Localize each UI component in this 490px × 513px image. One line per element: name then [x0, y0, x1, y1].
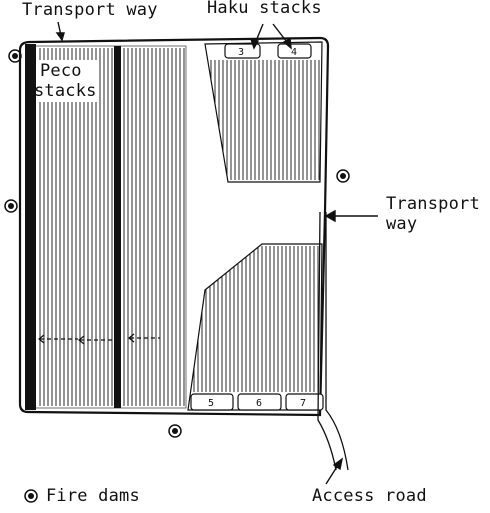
yard-boundary: [18, 36, 330, 417]
peco-dark-band-left: [25, 44, 36, 410]
fire-dam-icon: [336, 169, 350, 183]
access-road-label: Access road: [312, 486, 427, 506]
stack-number-boxes: 3 4 5 6 7: [190, 43, 324, 411]
stack-box-7: [285, 393, 324, 411]
fire-dams-legend-label: Fire dams: [46, 486, 140, 506]
transport-way-right-label-line1: Transport: [386, 194, 480, 214]
stack-number-4: 4: [291, 47, 297, 58]
transport-way-top-arrow: [55, 21, 65, 42]
transport-way-top-label: Transport way: [22, 0, 158, 20]
peco-flow-arrows: [38, 333, 160, 345]
stack-box-6: [237, 393, 282, 411]
stack-number-7: 7: [300, 398, 306, 409]
stack-number-6: 6: [256, 398, 262, 409]
stack-box-4: [277, 43, 312, 59]
stack-number-3: 3: [238, 47, 244, 58]
peco-label-backing: [36, 60, 98, 102]
stack-box-3: [224, 43, 261, 59]
haku-stacks-lower-block: [187, 243, 323, 411]
peco-dark-band-mid: [114, 46, 121, 408]
haku-stacks-arrows: [249, 23, 292, 50]
fire-dam-legend-icon: [24, 489, 38, 503]
peco-stacks-block: [25, 44, 187, 410]
haku-stacks-label: Haku stacks: [207, 0, 322, 18]
fire-dam-icon: [8, 49, 22, 63]
fire-dams: [4, 49, 350, 503]
peco-stacks-label-line2: stacks: [34, 81, 97, 101]
transport-way-right-arrow: [324, 209, 378, 223]
transport-way-right-label-line2: way: [386, 214, 418, 234]
access-road-arrow: [325, 457, 344, 485]
peco-stacks-label-line1: Peco: [40, 61, 82, 81]
haku-stacks-upper-block: [204, 41, 323, 183]
stack-box-5: [190, 393, 234, 411]
fire-dam-icon: [4, 199, 18, 213]
fire-dam-icon: [168, 424, 182, 438]
stack-number-5: 5: [208, 398, 214, 409]
